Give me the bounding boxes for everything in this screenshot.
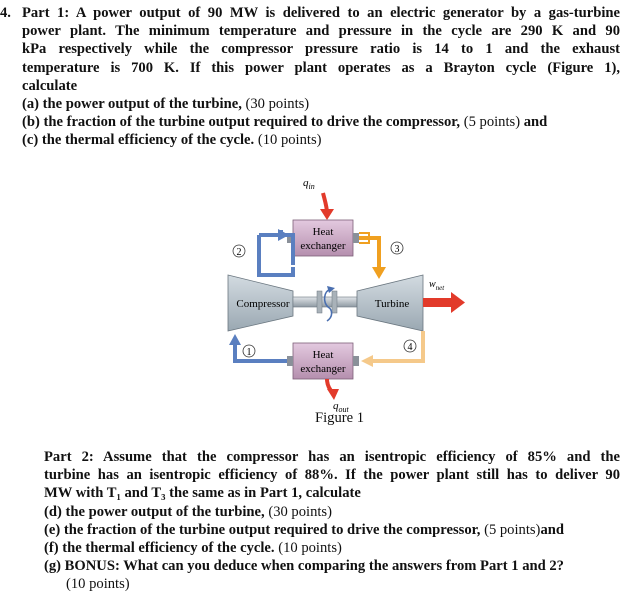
state-4-label: 4 [408, 342, 413, 353]
part2-intro-line-2: turbine has an isentropic efficiency of … [44, 467, 620, 484]
item-e-tail: and [540, 521, 564, 538]
compressor-label: Compressor [236, 298, 290, 310]
shaft-coupling-left [316, 290, 323, 314]
item-f-text: (f) the thermal efficiency of the cycle. [44, 540, 275, 557]
pipe-state-4 [371, 331, 425, 363]
item-d-points: (30 points) [268, 503, 332, 520]
heat-in-arrow [320, 192, 334, 220]
pipe-state-3 [359, 236, 381, 270]
hx-bottom-outlet-flange [287, 356, 293, 366]
item-f-points: (10 points) [278, 540, 342, 557]
state-2-marker [232, 244, 246, 258]
q-in-label: qin [303, 177, 315, 191]
brayton-cycle-diagram: qin Heat exchanger 2 3 Compressor Turbin… [227, 177, 465, 414]
state-3-marker [390, 241, 404, 255]
item-c-text: (c) the thermal efficiency of the cycle. [22, 132, 255, 149]
state-1-label: 1 [247, 347, 252, 358]
part1-intro-line-2: power plant. The minimum temperature and… [22, 23, 620, 40]
part1-intro-line-1: Part 1: A power output of 90 MW is deliv… [22, 5, 620, 21]
item-f: (f) the thermal efficiency of the cycle.… [44, 539, 620, 557]
item-e-points: (5 points) [484, 521, 541, 538]
pipe-state-2-arrowhead [278, 229, 289, 241]
item-b-tail: and [523, 114, 548, 131]
state-1-marker [242, 344, 256, 358]
shaft-rotation-icon [323, 288, 333, 322]
compressor [227, 274, 294, 332]
hx-bottom-inlet-flange [353, 356, 359, 366]
heat-exchanger-top-label-2: exchanger [300, 240, 346, 252]
turbine-label: Turbine [375, 298, 410, 310]
part2-intro-line-3: MW with T₁ and T₃ the same as in Part 1,… [44, 485, 361, 502]
part1-intro-line-3: kPa respectively while the compressor pr… [22, 41, 620, 58]
heat-out-arrow [325, 378, 339, 400]
item-b-points: (5 points) [463, 114, 521, 131]
pipe-state-4-arrowhead [361, 355, 373, 367]
part2-question: Part 2: Assume that the compressor has a… [44, 448, 620, 594]
shaft-coupling-right [331, 290, 338, 314]
item-g-points: (10 points) [66, 576, 130, 593]
heat-exchanger-bottom-label-2: exchanger [300, 363, 346, 375]
item-d-text: (d) the power output of the turbine, [44, 503, 265, 520]
item-a-text: (a) the power output of the turbine, [22, 96, 242, 113]
question-number: 4. [0, 5, 11, 21]
state-4-marker [403, 339, 417, 353]
heat-exchanger-top-label-1: Heat [313, 226, 334, 238]
state-3-label: 3 [395, 244, 400, 255]
item-g: (g) BONUS: What can you deduce when comp… [44, 557, 620, 575]
heat-exchanger-bottom-label-1: Heat [313, 349, 334, 361]
pipe-state-1 [233, 343, 287, 363]
heat-exchanger-bottom [292, 342, 354, 380]
hx-top-inlet-flange [287, 233, 293, 243]
state-2-label: 2 [237, 247, 242, 258]
item-c: (c) the thermal efficiency of the cycle.… [22, 131, 620, 149]
part1-intro-line-5: calculate [22, 77, 78, 94]
part2-intro-line-1: Part 2: Assume that the compressor has a… [44, 449, 620, 465]
pipe-state-1-arrowhead [229, 334, 241, 345]
item-g-text: (g) BONUS: What can you deduce when comp… [44, 558, 564, 575]
heat-exchanger-top [292, 219, 354, 257]
pipe-state-3-arrowhead [372, 267, 386, 279]
w-net-label: wnet [429, 279, 445, 292]
item-a: (a) the power output of the turbine, (30… [22, 95, 620, 113]
item-a-points: (30 points) [245, 96, 310, 113]
hx-top-outlet-flange [353, 233, 359, 243]
figure-caption: Figure 1 [315, 410, 365, 426]
part1-question: 4. Part 1: A power output of 90 MW is de… [0, 4, 620, 150]
item-e: (e) the fraction of the turbine output r… [44, 521, 620, 539]
part1-intro-line-4: temperature is 700 K. If this power plan… [22, 59, 620, 76]
item-b: (b) the fraction of the turbine output r… [22, 113, 620, 131]
work-net-arrow [423, 292, 465, 313]
item-e-text: (e) the fraction of the turbine output r… [44, 521, 481, 538]
item-c-points: (10 points) [257, 132, 322, 149]
item-b-text: (b) the fraction of the turbine output r… [22, 114, 461, 131]
q-out-label: qout [333, 400, 350, 414]
item-d: (d) the power output of the turbine, (30… [44, 503, 620, 521]
